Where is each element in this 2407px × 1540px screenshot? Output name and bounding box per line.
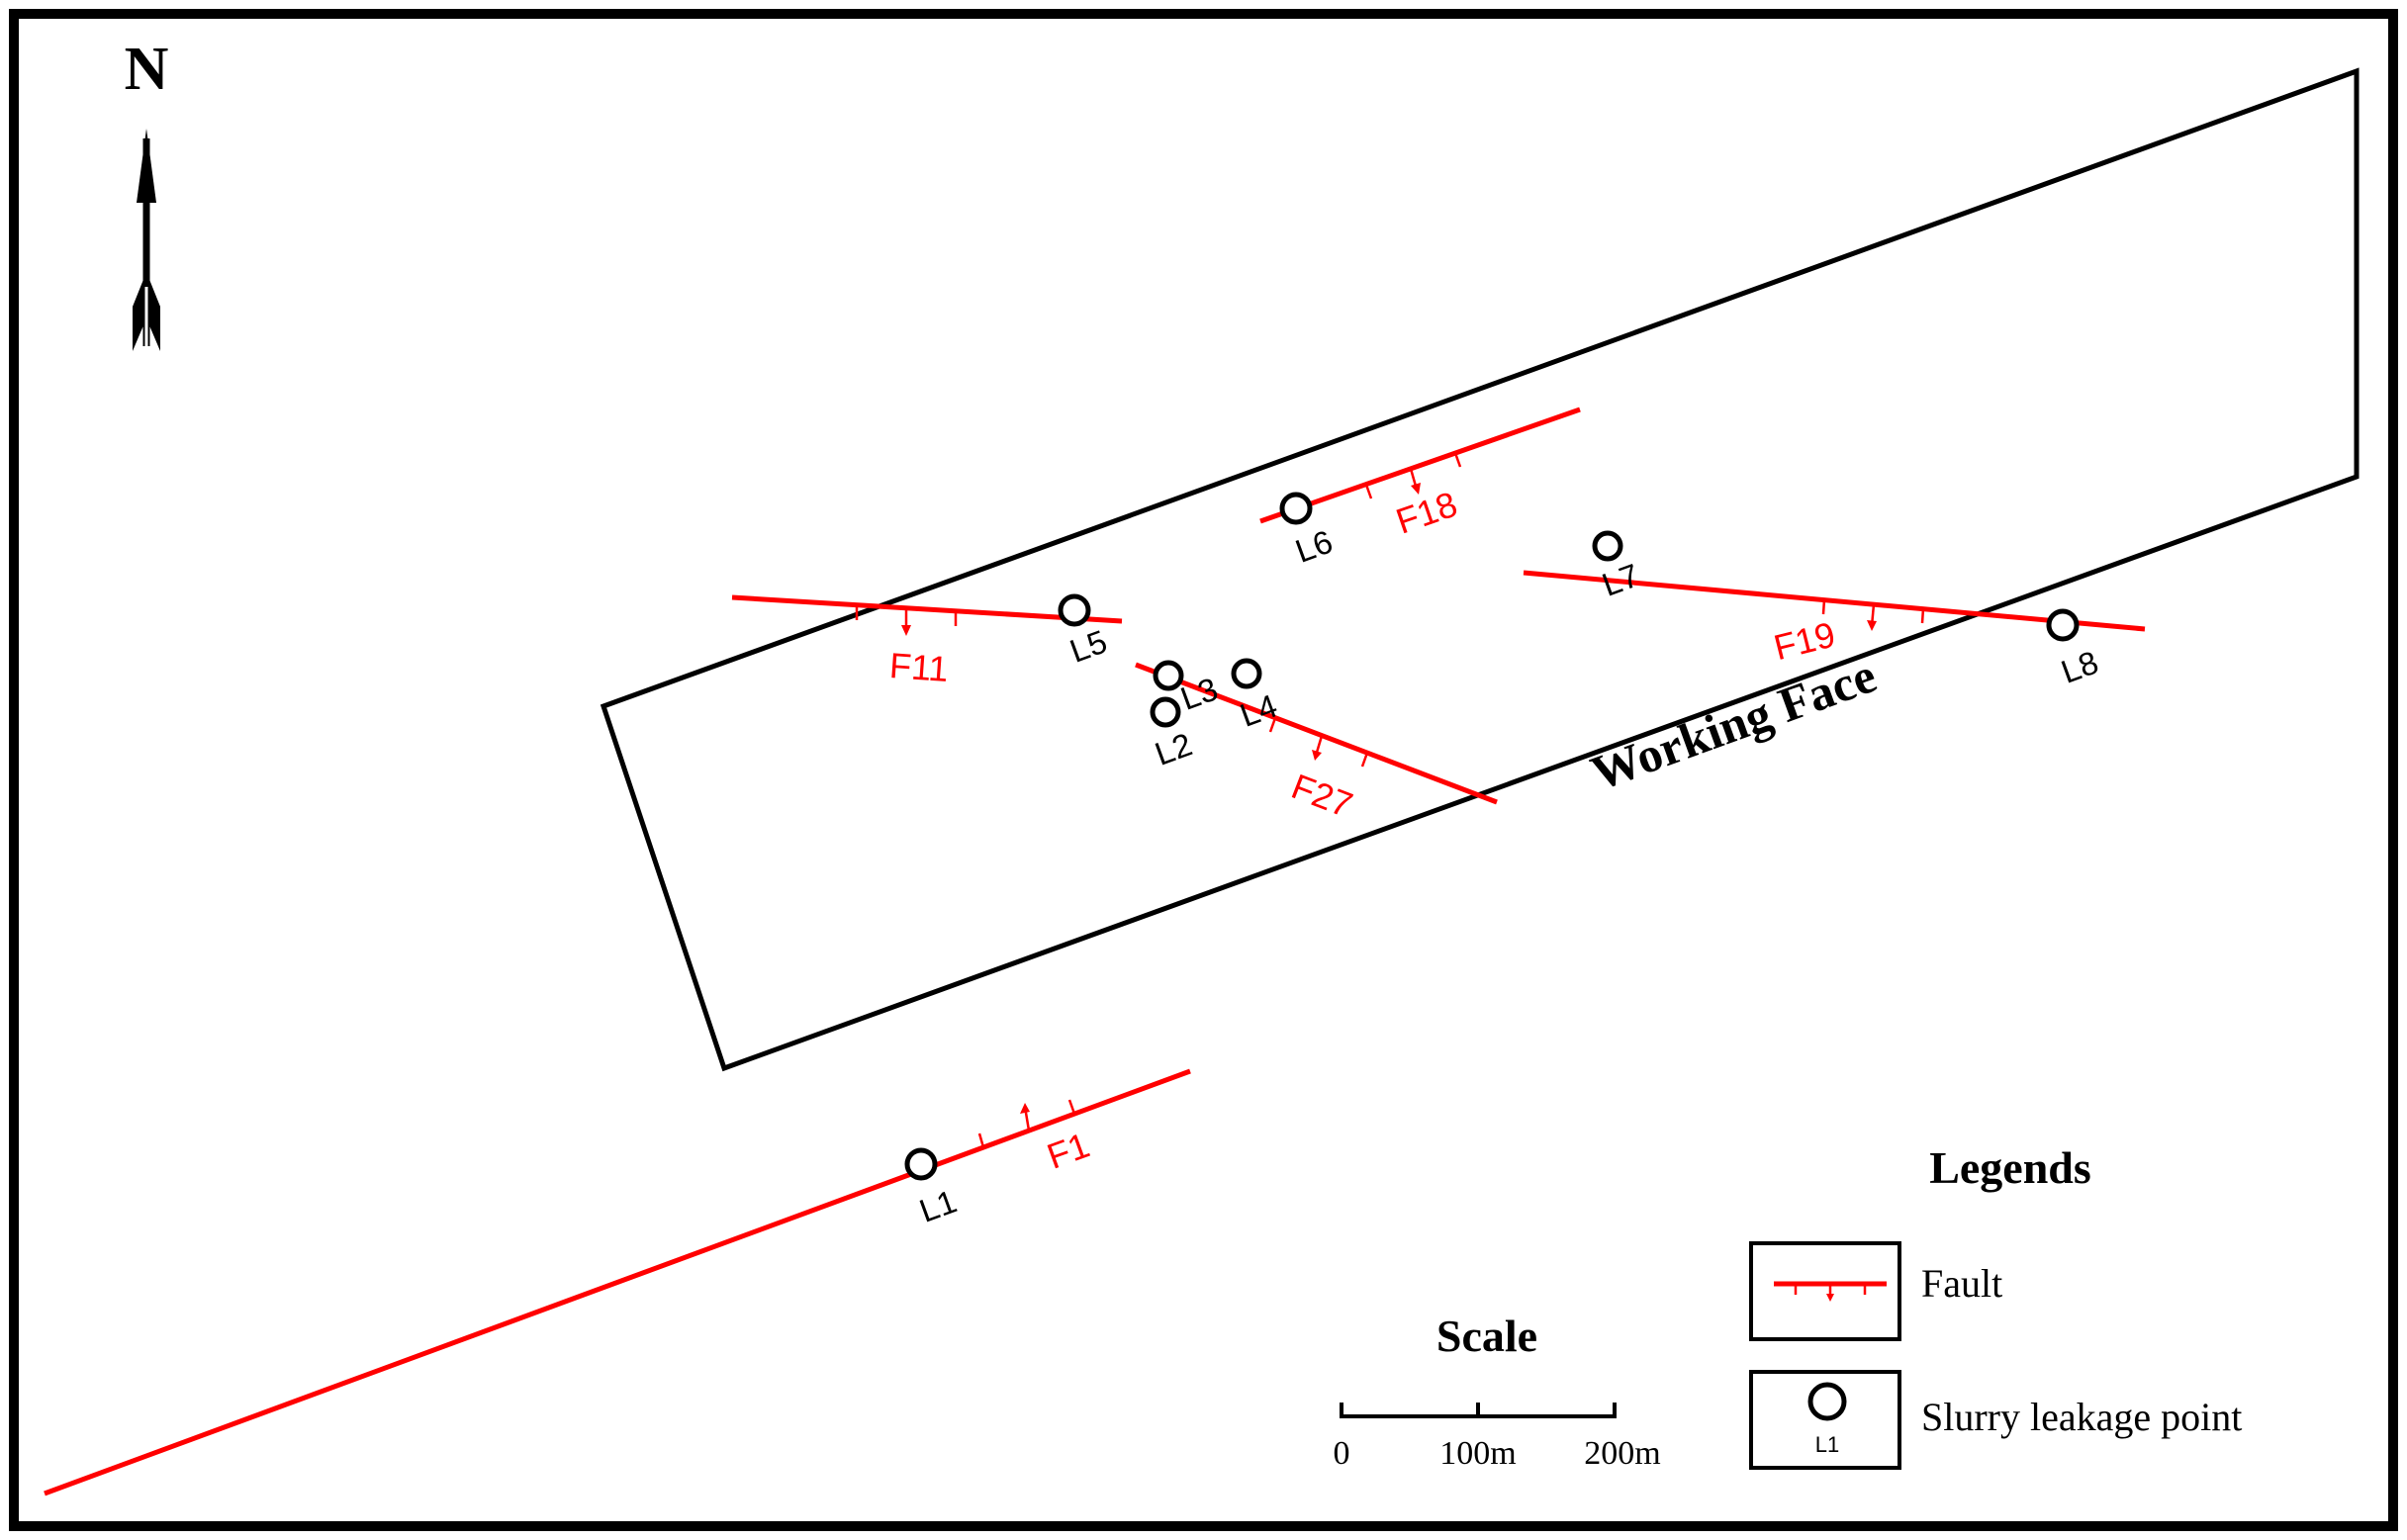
fault-dip-arrow-f1 [1020,1103,1030,1114]
legend: Legends Fault L1 Slurry leakage point [1749,1142,2242,1470]
legend-leak-sample-label: L1 [1815,1432,1839,1457]
leak-point-l8 [2046,608,2080,642]
fault-line-f27 [1135,662,1498,805]
legend-fault-symbol [1774,1281,1887,1302]
leak-point-l3 [1153,660,1184,691]
map-frame [9,9,2398,1531]
fault-line-f19 [1523,570,2146,632]
leak-point-l1 [904,1147,938,1181]
scale-title: Scale [1436,1311,1537,1361]
legend-fault-box [1749,1241,1901,1341]
north-arrow-icon [133,129,160,351]
north-arrow: N [125,36,169,351]
fault-line-f11 [731,594,1123,624]
legend-leak-label: Slurry leakage point [1921,1395,2242,1439]
north-label: N [125,36,169,103]
scale-tick-0: 0 [1334,1435,1350,1472]
leak-point-l4 [1231,658,1262,689]
leak-point-l7 [1592,530,1623,562]
leak-point-l6 [1279,492,1313,525]
fault-dip-arrow-f11 [901,625,911,636]
fault-labels: F1 F11 F18 F19 F27 [888,484,1839,1177]
fault-dip-arrow-f18 [1411,483,1421,495]
scale-tick-100m: 100m [1439,1435,1516,1472]
scale-bar: Scale 0 100m 200m [1334,1311,1661,1472]
scale-tick-200m: 200m [1584,1435,1660,1472]
fault-dip-arrow-f27 [1312,750,1322,761]
fault-dip-arrow-f19 [1867,620,1877,631]
legend-title: Legends [1929,1142,2091,1193]
leak-point-l5 [1058,593,1091,627]
fault-line-f18 [1259,407,1581,524]
fault-label-f11: F11 [888,645,950,689]
fault-line-f1 [44,1068,1191,1496]
working-face-outline [600,67,2360,1072]
leak-points [904,492,2080,1181]
leak-point-l2 [1150,696,1181,728]
faults [44,407,2146,1496]
legend-leak-symbol [1807,1382,1847,1421]
legend-fault-label: Fault [1921,1261,2002,1306]
